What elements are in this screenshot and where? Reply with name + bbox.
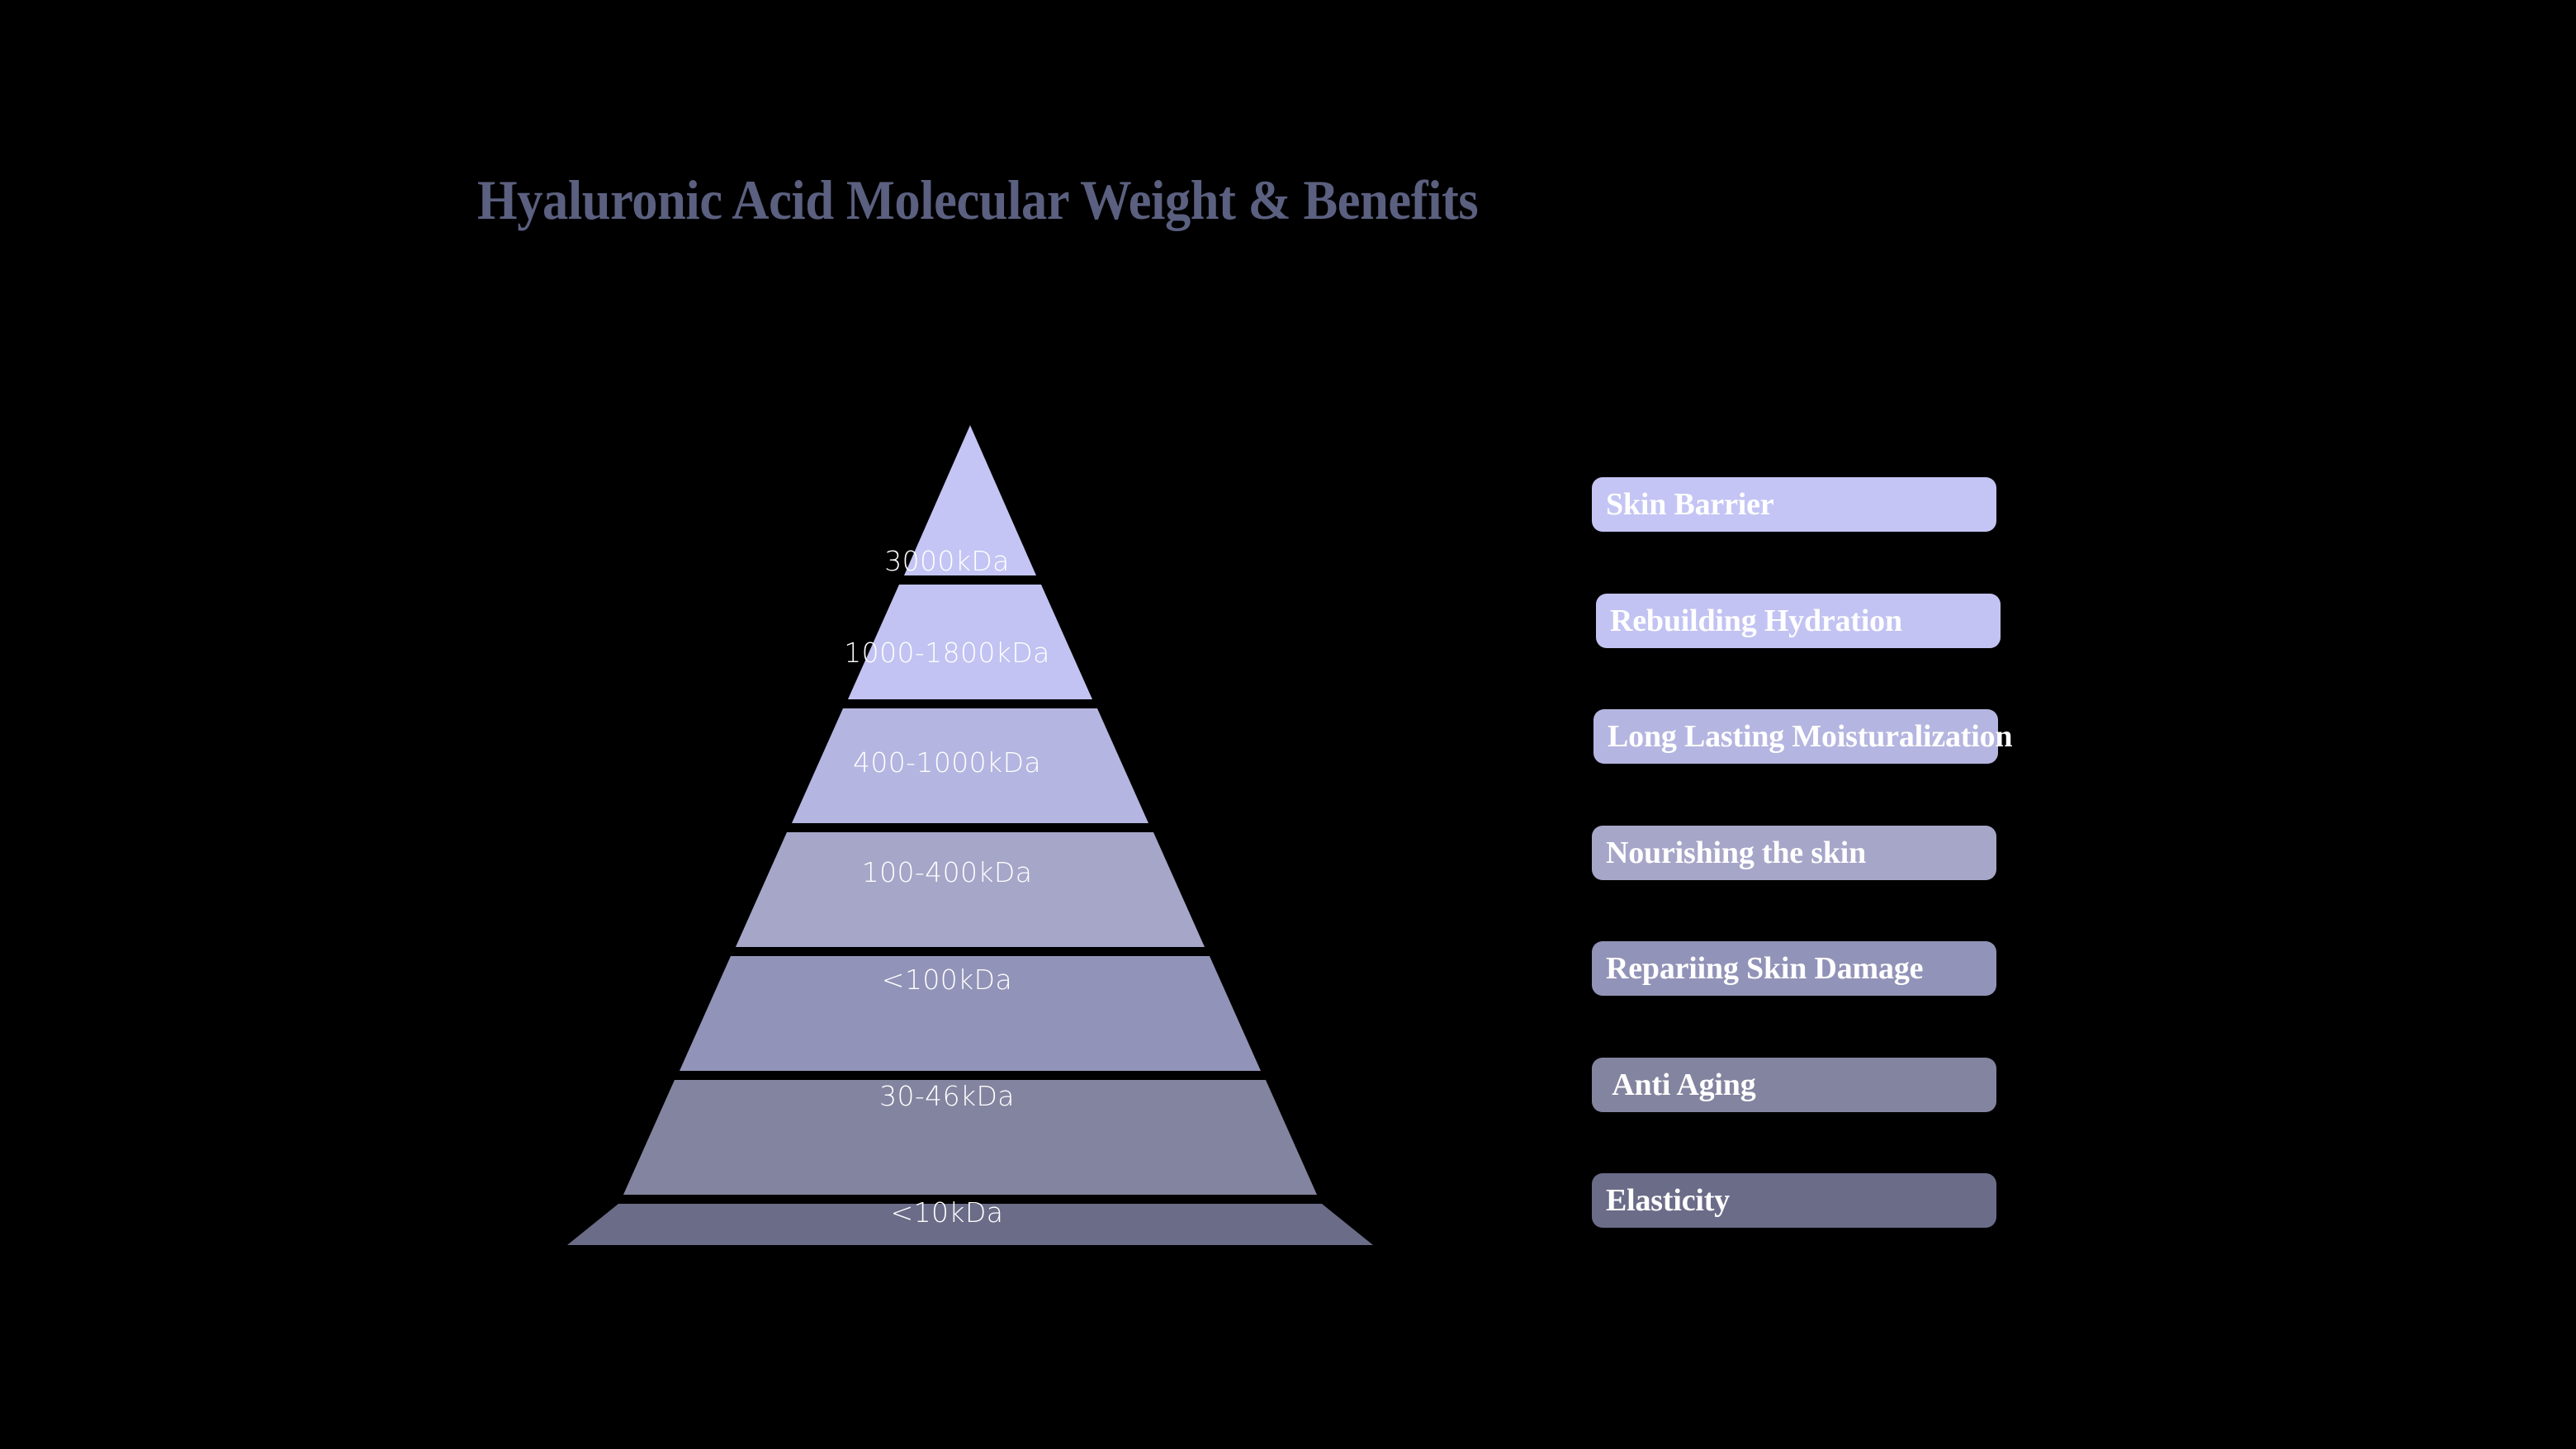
pyramid-tier-1[interactable]: [904, 425, 1036, 575]
pyramid-chart: 3000kDa 1000-1800kDa 400-1000kDa 100-400…: [495, 413, 1445, 1255]
benefit-label: Repariing Skin Damage: [1606, 951, 1924, 986]
pyramid-tier-4[interactable]: [736, 832, 1205, 947]
benefits-list: Skin Barrier Rebuilding Hydration Long L…: [1592, 477, 2021, 1237]
pyramid-tier-7[interactable]: [567, 1204, 1373, 1245]
benefit-pill-repairing-skin-damage[interactable]: Repariing Skin Damage: [1592, 941, 1996, 996]
pyramid-svg: [567, 425, 1373, 1245]
pyramid-tier-6[interactable]: [623, 1080, 1317, 1195]
benefit-pill-skin-barrier[interactable]: Skin Barrier: [1592, 477, 1996, 532]
benefit-label: Anti Aging: [1606, 1068, 1756, 1102]
benefit-pill-anti-aging[interactable]: Anti Aging: [1592, 1058, 1996, 1112]
benefit-label: Nourishing the skin: [1606, 836, 1867, 870]
benefit-pill-long-lasting-moisturalization[interactable]: Long Lasting Moisturalization: [1593, 709, 2013, 764]
pyramid-tier-5[interactable]: [680, 956, 1261, 1071]
benefit-label: Long Lasting Moisturalization: [1608, 719, 2013, 754]
page-title: Hyaluronic Acid Molecular Weight & Benef…: [477, 168, 1479, 231]
benefit-label: Rebuilding Hydration: [1610, 604, 1902, 638]
benefit-pill-elasticity[interactable]: Elasticity: [1592, 1173, 1996, 1228]
benefit-label: Skin Barrier: [1606, 487, 1774, 522]
benefit-pill-nourishing-the-skin[interactable]: Nourishing the skin: [1592, 826, 1996, 880]
pyramid-tier-3[interactable]: [792, 708, 1148, 823]
pyramid-tier-2[interactable]: [848, 585, 1092, 699]
benefit-label: Elasticity: [1606, 1183, 1730, 1218]
benefit-pill-rebuilding-hydration[interactable]: Rebuilding Hydration: [1596, 594, 2001, 648]
